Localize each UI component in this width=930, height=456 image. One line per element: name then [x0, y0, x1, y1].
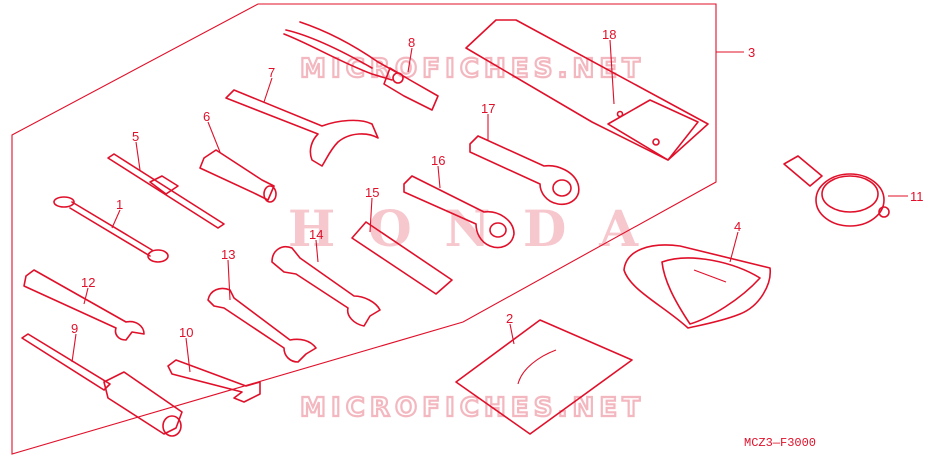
callout-18: 18 [602, 27, 616, 42]
diagram-code: MCZ3—F3000 [744, 436, 816, 450]
callout-9: 9 [71, 321, 78, 336]
ring-wrench-drawing [469, 135, 580, 206]
callout-8: 8 [408, 35, 415, 50]
pliers-drawing [283, 21, 439, 111]
flat-wrench-drawing [53, 196, 169, 263]
socket-wrench-drawing [21, 333, 183, 437]
callout-5: 5 [132, 129, 139, 144]
callout-1: 1 [116, 197, 123, 212]
callout-4: 4 [734, 219, 741, 234]
callout-11: 11 [910, 189, 924, 204]
hex-key-drawing [167, 359, 261, 403]
tool-case-drawing [465, 19, 709, 161]
pin-spanner-drawing [225, 89, 379, 167]
box-wrench-drawing [403, 175, 515, 249]
callout-17: 17 [481, 101, 495, 116]
callout-14: 14 [309, 227, 323, 242]
callout-3: 3 [748, 45, 755, 60]
callout-2: 2 [506, 311, 513, 326]
pouch-small-drawing [455, 319, 633, 435]
screwdriver-drawing [107, 153, 225, 229]
open-end-wrench-a-drawing [207, 287, 317, 363]
screwdriver-handle-drawing [199, 149, 277, 203]
callout-6: 6 [203, 109, 210, 124]
callout-12: 12 [81, 275, 95, 290]
callout-16: 16 [431, 153, 445, 168]
callout-numbers: 8 7 6 5 1 12 9 10 13 14 15 16 17 18 3 4 … [71, 27, 924, 340]
spark-plug-wrench-drawing [23, 269, 145, 341]
tool-kit-outline [11, 3, 717, 455]
callout-7: 7 [268, 65, 275, 80]
open-end-wrench-b-drawing [271, 246, 381, 327]
callout-10: 10 [179, 325, 193, 340]
watermark-bottom: MICROFICHES.NET [300, 393, 640, 423]
callout-15: 15 [365, 185, 379, 200]
leader-lines [71, 39, 908, 373]
tool-bag-drawing [623, 244, 771, 329]
extension-bar-drawing [351, 221, 453, 295]
tire-pressure-gauge-drawing [783, 155, 890, 227]
watermark-top: MICROFICHES.NET [300, 54, 640, 84]
watermark-center: HONDA [288, 199, 639, 258]
callout-13: 13 [221, 247, 235, 262]
